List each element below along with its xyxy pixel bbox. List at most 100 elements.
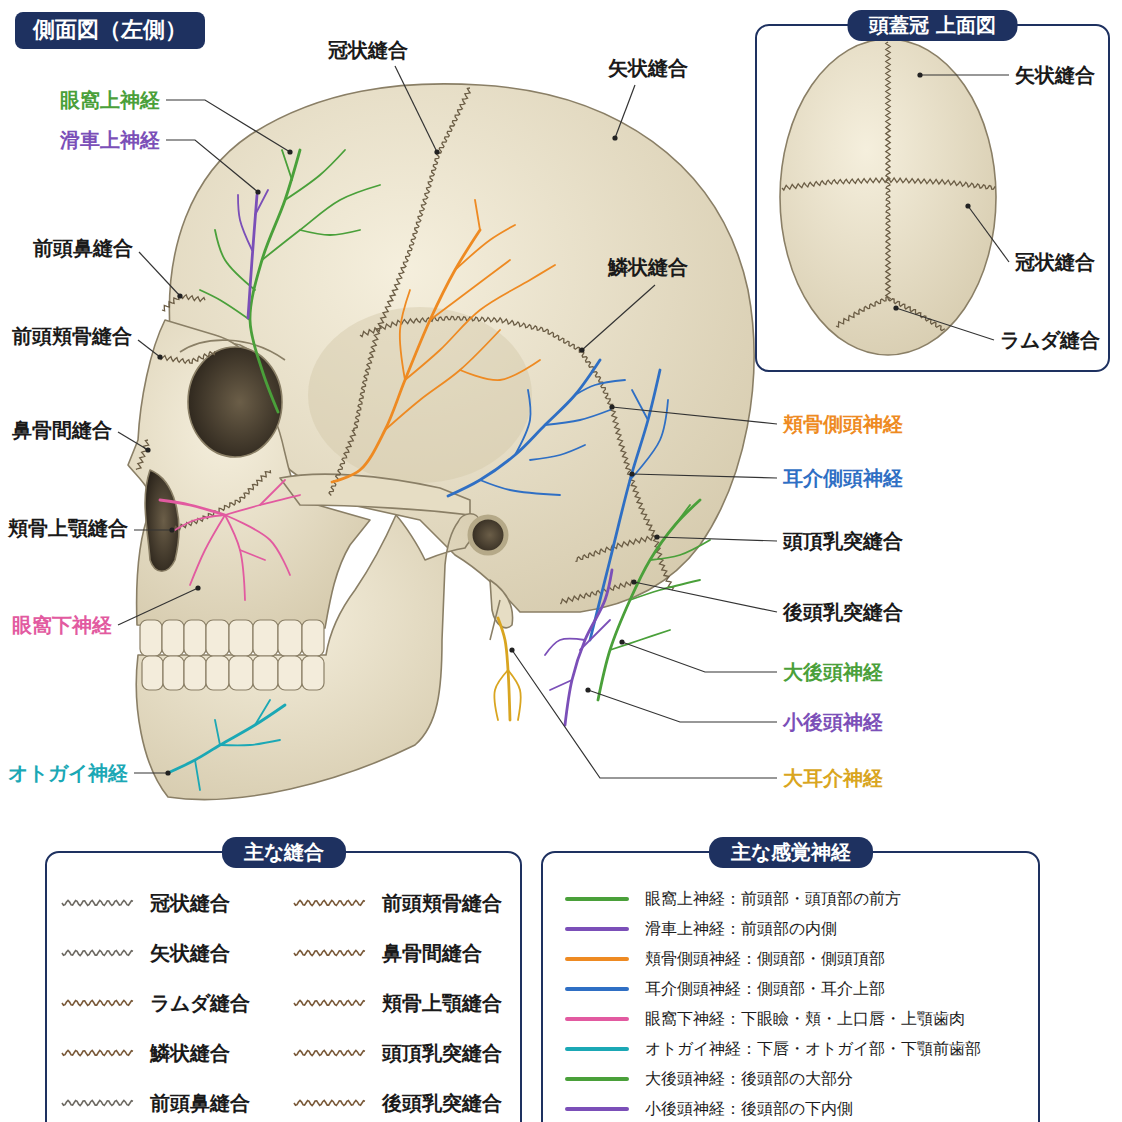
nerve-line xyxy=(580,620,610,650)
legend-text: 鱗状縫合 xyxy=(150,1041,230,1065)
leader-dot xyxy=(434,149,439,154)
nerve-line xyxy=(575,380,625,395)
nerve-line xyxy=(220,740,280,745)
leader-dot xyxy=(255,189,260,194)
nerve-line xyxy=(225,515,290,575)
leader-line xyxy=(896,308,994,340)
suture-line xyxy=(886,42,890,300)
nerve-line xyxy=(160,500,225,515)
leader xyxy=(619,639,777,672)
mastoid-process xyxy=(490,580,513,628)
suture-label: 矢状縫合 xyxy=(608,56,688,80)
nerve-line xyxy=(225,495,300,515)
suture-sample xyxy=(294,1101,365,1106)
suture-label: 後頭乳突縫合 xyxy=(783,600,903,624)
suture-line xyxy=(353,88,470,430)
nerve-swatch xyxy=(565,1077,629,1081)
leader-line xyxy=(139,252,180,296)
leader-dot xyxy=(629,471,634,476)
leader xyxy=(134,527,175,532)
nerve-branches xyxy=(448,360,625,496)
teeth xyxy=(140,620,324,690)
leader-dot xyxy=(509,647,514,652)
leader-line xyxy=(920,74,1009,75)
suture-sample xyxy=(62,1051,133,1056)
leader-dot xyxy=(579,347,584,352)
leader xyxy=(118,585,201,625)
leader-line xyxy=(395,66,437,152)
suture-label: 前頭鼻縫合 xyxy=(33,236,133,260)
leader-line xyxy=(138,340,160,357)
nerve-line xyxy=(250,150,300,412)
leader-line xyxy=(118,588,198,625)
suture-line xyxy=(610,408,673,590)
nerve-line xyxy=(300,230,360,235)
nerve-line xyxy=(385,330,500,430)
leader-dot xyxy=(631,579,636,584)
panel-heading: 主な縫合 xyxy=(222,837,346,868)
leader-line xyxy=(632,474,777,478)
suture-label: 冠状縫合 xyxy=(328,38,408,62)
legend-text: 前頭鼻縫合 xyxy=(150,1091,250,1115)
suture-sample xyxy=(294,901,365,906)
suture-swatch xyxy=(292,996,367,1010)
leader xyxy=(654,534,777,541)
nerve-line xyxy=(225,515,245,600)
suture-swatch xyxy=(60,1096,135,1110)
leader-dot xyxy=(287,149,292,154)
nerve-line xyxy=(610,630,670,650)
legend-text: 冠状縫合 xyxy=(150,891,230,915)
suture-swatch xyxy=(60,1046,135,1060)
nerve-branches xyxy=(598,500,710,700)
leader-dot xyxy=(195,585,200,590)
nerve-line xyxy=(530,445,585,460)
suture-line xyxy=(160,351,215,363)
leader-line xyxy=(588,690,777,722)
sutures xyxy=(136,42,995,604)
leader-dot xyxy=(165,770,170,775)
leader-dot xyxy=(893,305,898,310)
suture-sample xyxy=(294,1051,365,1056)
mandible xyxy=(136,514,480,800)
legend-text: 鼻骨間縫合 xyxy=(382,941,482,965)
leader-dot xyxy=(612,135,617,140)
nerve-line xyxy=(515,390,530,455)
nerve-line xyxy=(215,230,255,290)
leader xyxy=(509,647,777,778)
nerve-line xyxy=(545,410,610,425)
leader-line xyxy=(657,537,777,541)
legend-text: 大後頭神経：後頭部の大部分 xyxy=(645,1069,853,1088)
view-title: 側面図（左側） xyxy=(15,12,205,49)
leader-line xyxy=(166,140,258,192)
leader-line xyxy=(622,642,777,672)
nerve-line xyxy=(175,515,225,530)
legend-text: 頭頂乳突縫合 xyxy=(382,1041,502,1065)
leader xyxy=(917,72,1009,77)
suture-label: 頬骨上顎縫合 xyxy=(8,516,128,540)
suture-sample xyxy=(62,901,133,906)
leader xyxy=(134,770,171,775)
leader-dot xyxy=(917,72,922,77)
leader-line xyxy=(134,529,172,530)
leader xyxy=(609,404,777,424)
nerve-line xyxy=(480,480,560,495)
nerve-line xyxy=(460,360,540,380)
nerve-label: 小後頭神経 xyxy=(783,710,883,734)
nerve-line xyxy=(650,540,710,560)
nerve-line xyxy=(255,700,270,725)
nerves xyxy=(160,150,710,790)
nerve-line xyxy=(285,150,345,200)
suture-line xyxy=(782,178,995,190)
nerve-swatch xyxy=(565,897,629,901)
suture-sample xyxy=(62,1101,133,1106)
legend-text: ラムダ縫合 xyxy=(150,991,250,1015)
leader xyxy=(166,100,293,155)
nerve-label: オトガイ神経 xyxy=(8,761,128,785)
nerve-branches xyxy=(200,150,380,412)
leader xyxy=(579,285,655,353)
suture-label: 頭頂乳突縫合 xyxy=(783,529,903,553)
leader xyxy=(893,305,994,340)
orbit xyxy=(188,347,282,457)
suture-swatch xyxy=(60,896,135,910)
nerve-branches xyxy=(170,700,285,790)
